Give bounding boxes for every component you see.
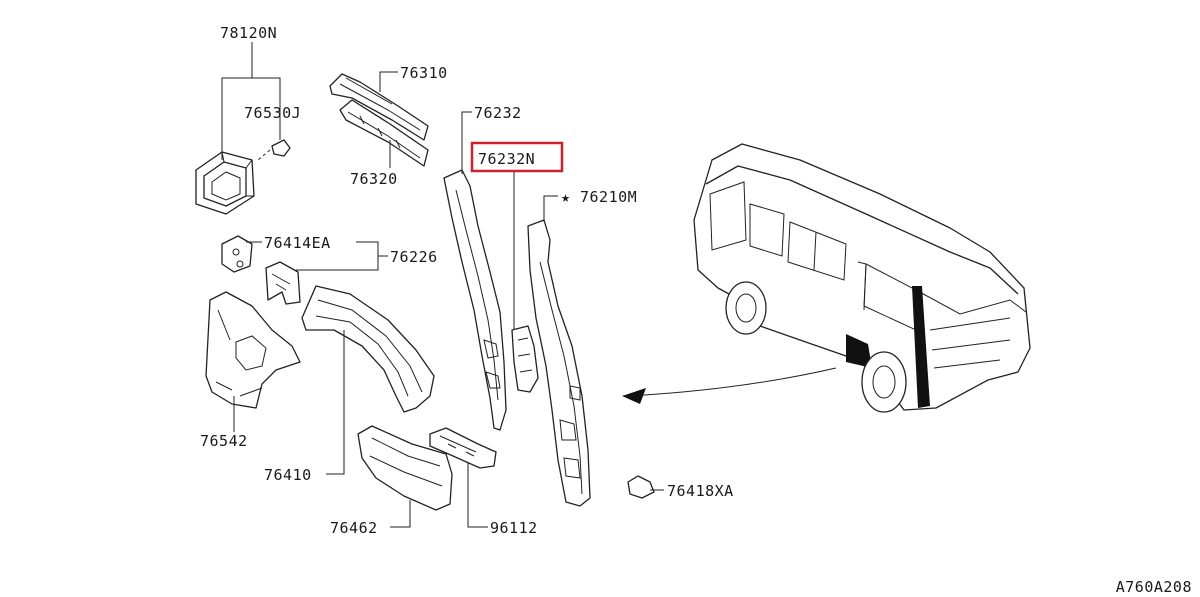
label-96112[interactable]: 96112 xyxy=(490,519,538,537)
figure-code: A760A208 xyxy=(1116,578,1192,596)
label-76410[interactable]: 76410 xyxy=(264,466,312,484)
label-76232N[interactable]: 76232N xyxy=(478,150,535,168)
label-76530J[interactable]: 76530J xyxy=(244,104,301,122)
part-76210M-pillar[interactable] xyxy=(527,219,591,507)
star-symbol: ★ xyxy=(561,188,571,206)
part-76418XA-cap[interactable] xyxy=(627,475,655,499)
part-76232-pillar[interactable] xyxy=(443,169,507,431)
label-76462[interactable]: 76462 xyxy=(330,519,378,537)
part-labels: 78120N 76530J 76310 76320 76232 76232N ★… xyxy=(200,24,1192,596)
part-78120N-vent-duct[interactable] xyxy=(195,151,255,215)
part-76414EA-bracket[interactable] xyxy=(221,235,253,273)
label-76320[interactable]: 76320 xyxy=(350,170,398,188)
part-76530J-clip[interactable] xyxy=(257,139,291,161)
part-76320-roof-rail-inner[interactable] xyxy=(339,99,429,167)
label-76310[interactable]: 76310 xyxy=(400,64,448,82)
part-76310-roof-rail[interactable] xyxy=(329,73,429,141)
part-76226-bracket[interactable] xyxy=(265,261,301,305)
label-76542[interactable]: 76542 xyxy=(200,432,248,450)
label-76414EA[interactable]: 76414EA xyxy=(264,234,331,252)
part-76410-wheel-arch[interactable] xyxy=(301,285,435,413)
label-76232[interactable]: 76232 xyxy=(474,104,522,122)
part-76232N-reinforcement[interactable] xyxy=(511,325,539,393)
highlight-box-76232N xyxy=(470,141,564,173)
label-76226[interactable]: 76226 xyxy=(390,248,438,266)
part-76462-step-panel[interactable] xyxy=(357,425,453,511)
leader-lines xyxy=(221,42,664,528)
label-76210M[interactable]: 76210M xyxy=(580,188,637,206)
part-96112-bracket[interactable] xyxy=(429,427,497,469)
part-76542-panel[interactable] xyxy=(205,291,301,409)
van-illustration xyxy=(622,143,1031,413)
label-78120N[interactable]: 78120N xyxy=(220,24,277,42)
label-76418XA[interactable]: 76418XA xyxy=(667,482,734,500)
